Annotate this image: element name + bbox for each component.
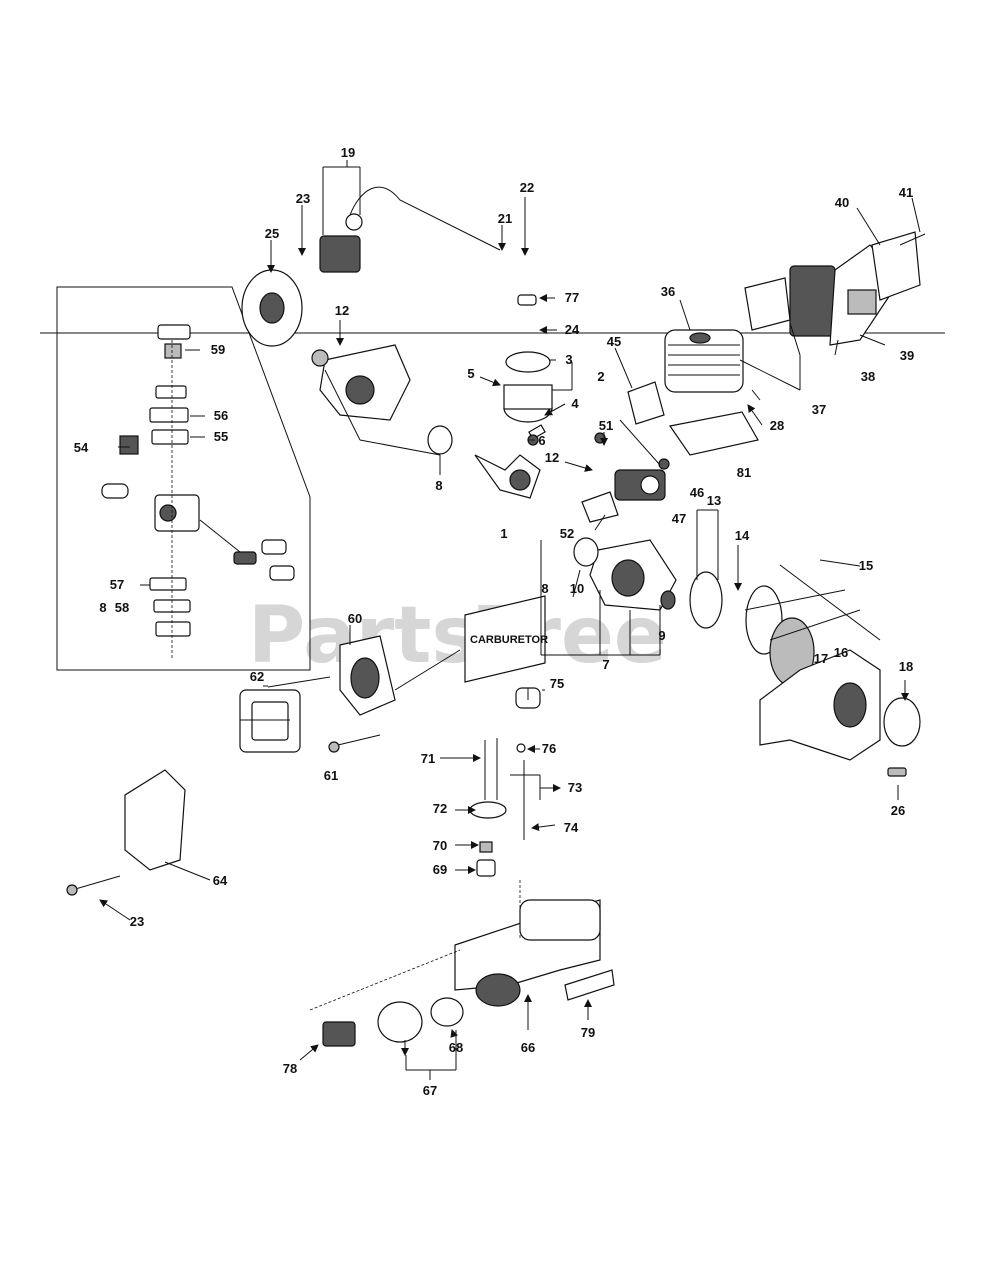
callout-24: 24 — [565, 322, 580, 337]
callout-72: 72 — [433, 801, 447, 816]
fuel-system-parts — [309, 687, 615, 1047]
callout-23a: 23 — [296, 191, 310, 206]
muffler-assembly — [744, 231, 926, 346]
callout-17: 17 — [814, 651, 828, 666]
callout-14: 14 — [735, 528, 750, 543]
callout-68: 68 — [449, 1040, 463, 1055]
callout-51: 51 — [599, 418, 613, 433]
callout-62: 62 — [250, 669, 264, 684]
leader-lines — [99, 160, 921, 1080]
callout-52: 52 — [560, 526, 574, 541]
callout-60: 60 — [348, 611, 362, 626]
callout-57: 57 — [110, 577, 124, 592]
crankcase-half — [573, 537, 677, 611]
carburetor-box: CARBURETOR — [464, 595, 548, 683]
callout-36: 36 — [661, 284, 675, 299]
callout-58: 58 — [115, 600, 129, 615]
callout-labels: 1 2 3 4 5 6 7 8 8 8 9 10 12 12 13 14 15 … — [74, 145, 914, 1098]
callout-3: 3 — [565, 352, 572, 367]
callout-13: 13 — [707, 493, 721, 508]
callout-71: 71 — [421, 751, 435, 766]
callout-74: 74 — [564, 820, 579, 835]
callout-76: 76 — [542, 741, 556, 756]
callout-67: 67 — [423, 1083, 437, 1098]
callout-64: 64 — [213, 873, 228, 888]
callout-1: 1 — [500, 526, 507, 541]
callout-12a: 12 — [335, 303, 349, 318]
cylinder-gasket — [668, 411, 759, 456]
callout-66: 66 — [521, 1040, 535, 1055]
ignition-module — [319, 186, 501, 273]
piston-crankshaft — [474, 294, 553, 499]
callout-73: 73 — [568, 780, 582, 795]
flywheel — [241, 269, 303, 347]
callout-59: 59 — [211, 342, 225, 357]
callout-75: 75 — [550, 676, 564, 691]
callout-8b: 8 — [541, 581, 548, 596]
callout-15: 15 — [859, 558, 873, 573]
carburetor-parts — [101, 324, 295, 660]
callout-81: 81 — [737, 465, 751, 480]
callout-70: 70 — [433, 838, 447, 853]
callout-9: 9 — [658, 628, 665, 643]
callout-18: 18 — [899, 659, 913, 674]
callout-41: 41 — [899, 185, 913, 200]
callout-61: 61 — [324, 768, 338, 783]
air-filter-parts — [66, 635, 396, 896]
starter-assembly — [689, 571, 921, 777]
watermark: PartsTree — [248, 591, 667, 681]
callout-21: 21 — [498, 211, 512, 226]
crankcase — [311, 344, 453, 455]
callout-5: 5 — [467, 366, 474, 381]
callout-12b: 12 — [545, 450, 559, 465]
callout-56: 56 — [214, 408, 228, 423]
callout-40: 40 — [835, 195, 849, 210]
callout-26: 26 — [891, 803, 905, 818]
callout-39: 39 — [900, 348, 914, 363]
callout-22: 22 — [520, 180, 534, 195]
callout-79: 79 — [581, 1025, 595, 1040]
cylinder — [664, 329, 744, 393]
callout-77: 77 — [565, 290, 579, 305]
callout-2: 2 — [597, 369, 604, 384]
callout-78: 78 — [283, 1061, 297, 1076]
callout-37: 37 — [812, 402, 826, 417]
callout-46: 46 — [690, 485, 704, 500]
carburetor-inset-frame — [56, 286, 311, 671]
carburetor-label: CARBURETOR — [470, 634, 548, 646]
callout-8a: 8 — [435, 478, 442, 493]
callout-4: 4 — [571, 396, 579, 411]
callout-54: 54 — [74, 440, 89, 455]
callout-23b: 23 — [130, 914, 144, 929]
callout-6: 6 — [538, 433, 545, 448]
callout-10: 10 — [570, 581, 584, 596]
callout-45: 45 — [607, 334, 621, 349]
callout-38: 38 — [861, 369, 875, 384]
callout-19: 19 — [341, 145, 355, 160]
callout-7: 7 — [602, 657, 609, 672]
callout-55: 55 — [214, 429, 228, 444]
callout-28: 28 — [770, 418, 784, 433]
callout-69: 69 — [433, 862, 447, 877]
callout-16: 16 — [834, 645, 848, 660]
callout-25: 25 — [265, 226, 279, 241]
intake-parts — [581, 381, 670, 523]
callout-47: 47 — [672, 511, 686, 526]
callout-58-companion: 8 — [99, 600, 106, 615]
